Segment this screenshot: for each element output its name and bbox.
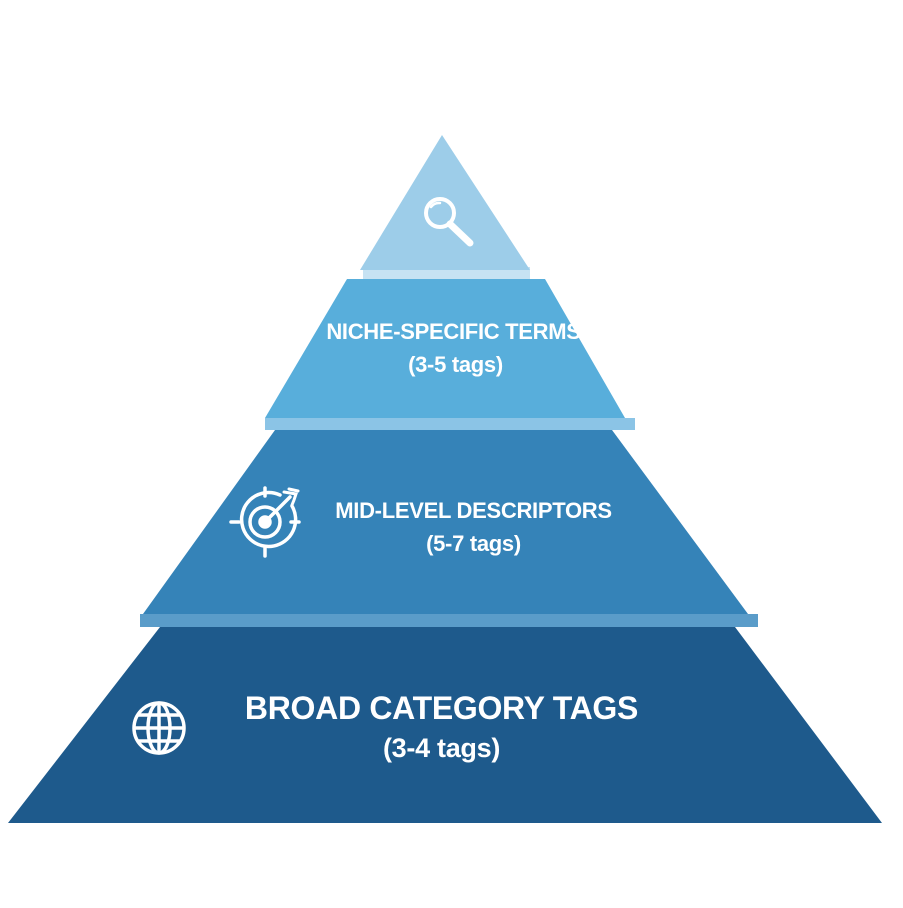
connector-strip-2 xyxy=(265,418,635,430)
connector-strip-3 xyxy=(140,614,758,627)
mid-tier-subtitle: (5-7 tags) xyxy=(426,531,521,556)
search-icon xyxy=(424,197,474,247)
niche-tier-title: NICHE-SPECIFIC TERMS xyxy=(326,319,581,344)
target-icon xyxy=(229,486,301,558)
tier-broad xyxy=(8,627,882,823)
broad-tier-subtitle: (3-4 tags) xyxy=(382,733,501,763)
broad-tier-title: BROAD CATEGORY TAGS xyxy=(244,690,639,726)
tier-top xyxy=(360,135,530,270)
mid-tier-title: MID-LEVEL DESCRIPTORS xyxy=(335,498,612,523)
niche-tier-subtitle: (3-5 tags) xyxy=(408,352,503,377)
tier-mid xyxy=(143,430,748,614)
tier-niche xyxy=(265,279,625,418)
globe-icon xyxy=(132,701,186,755)
